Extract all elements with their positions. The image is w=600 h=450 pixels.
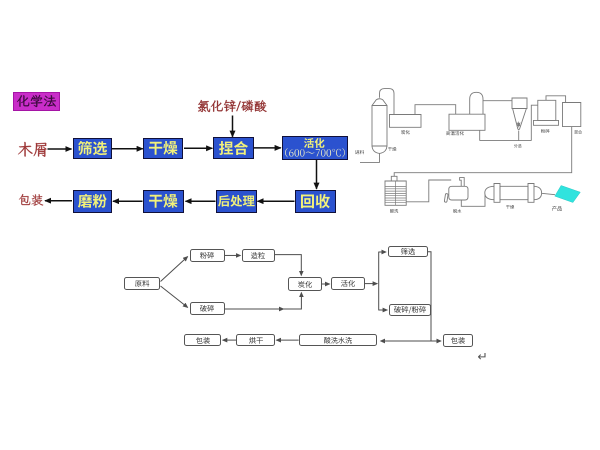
flow-box-acid-water-wash xyxy=(298,334,377,346)
step-box-posttreatment xyxy=(216,189,257,213)
equipment-carbonizer-label-glyph xyxy=(400,130,410,135)
flow-carbonization-label: 炭化 xyxy=(297,280,312,288)
equipment-washer-label-glyph xyxy=(389,209,398,214)
step-drying2-label: 干燥 xyxy=(149,194,178,208)
input-material-label-glyph xyxy=(18,141,47,157)
flow-raw-material-label-glyph xyxy=(134,280,150,287)
input-material-label: 木屑 xyxy=(18,141,47,157)
step-milling-label-glyph xyxy=(78,194,108,208)
flow-acid-water-wash-label-glyph xyxy=(323,336,352,344)
step-kneading-label-glyph xyxy=(218,140,248,155)
equipment-product-label-glyph xyxy=(552,205,563,211)
chemical-flow-arrows xyxy=(44,115,320,205)
flow-drying-label-glyph xyxy=(248,336,263,344)
flow-packing-right-label-glyph xyxy=(451,337,466,344)
equipment-dewaterer-label: 脱水 xyxy=(453,209,462,214)
output-label: 包装 xyxy=(18,194,44,206)
return-mark-glyph xyxy=(478,353,486,360)
flow-packing-right-label: 包装 xyxy=(451,337,466,344)
step-recovery-label: 回收 xyxy=(301,193,330,209)
equipment-activator-label-glyph xyxy=(445,131,464,136)
equipment-washer-label: 酸洗 xyxy=(389,209,398,214)
flow-drying-label: 烘干 xyxy=(248,336,263,344)
return-mark: ↵ xyxy=(478,353,486,360)
flow-box-drying xyxy=(236,334,275,346)
flow-crushing-label-glyph xyxy=(200,305,215,312)
step-recovery-label-glyph xyxy=(301,193,330,209)
step-kneading-label: 捏合 xyxy=(218,140,248,155)
equipment-dryer-column-label: 干燥 xyxy=(387,147,397,152)
step-milling-label: 磨粉 xyxy=(78,194,108,208)
method-badge-label-glyph xyxy=(16,95,57,108)
reagent-label-glyph xyxy=(198,99,268,113)
step-posttreatment-label: 后处理 xyxy=(218,195,255,207)
flow-granulation-label-glyph xyxy=(251,252,266,259)
flow-crush-mill-label-glyph xyxy=(394,305,426,314)
flow-box-packing-left xyxy=(183,334,222,346)
flow-granulation-label: 造粒 xyxy=(251,252,266,259)
equipment-feed-label-glyph xyxy=(355,149,365,155)
equipment-feed-label: 进料 xyxy=(355,149,365,155)
flow-packing-left-label: 包装 xyxy=(195,336,210,344)
equipment-diagram-shapes xyxy=(360,88,582,207)
flow-packing-left-label-glyph xyxy=(195,336,210,344)
flow-activation-label: 活化 xyxy=(340,280,355,287)
equipment-dryer-column-label-glyph xyxy=(387,147,397,152)
flow-grinding-label-glyph xyxy=(200,252,215,259)
equipment-product-label: 产品 xyxy=(552,205,563,211)
activation-temperature-label: （600～700℃） xyxy=(284,147,345,157)
flow-sieving-label-glyph xyxy=(400,248,415,256)
equipment-mixer-label: 混合 xyxy=(574,130,583,135)
method-badge-label: 化学法 xyxy=(16,95,57,108)
equipment-dewaterer-label-glyph xyxy=(453,209,462,214)
flow-sieving-label: 筛选 xyxy=(400,248,415,256)
step-posttreatment-label-glyph xyxy=(218,195,255,207)
equipment-dryer-label-glyph xyxy=(505,204,515,209)
equipment-separator-label: 分选 xyxy=(513,144,522,148)
flow-acid-water-wash-label: 酸洗水洗 xyxy=(323,336,352,344)
step-drying1-label: 干燥 xyxy=(149,141,178,156)
flow-box-activation xyxy=(331,277,365,290)
step-drying2-label-glyph xyxy=(149,194,178,208)
flow-crushing-label: 破碎 xyxy=(200,305,215,312)
equipment-dryer-label: 干燥 xyxy=(505,204,515,209)
activation-temperature-label-glyph xyxy=(284,147,345,157)
flow-crush-mill-label: 破碎/粉碎 xyxy=(394,305,426,314)
equipment-mixer-label-glyph xyxy=(574,130,583,135)
flow-box-packing-right xyxy=(442,334,474,347)
step-activation-label-glyph xyxy=(304,137,325,148)
reagent-label: 氯化锌/磷酸 xyxy=(198,99,268,113)
step-activation-label: 活化 xyxy=(304,137,325,148)
flow-activation-label-glyph xyxy=(340,280,355,287)
equipment-carbonizer-label: 炭化 xyxy=(400,130,410,135)
flow-box-carbonization xyxy=(287,277,322,291)
granular-flow-connectors xyxy=(160,249,442,344)
flow-carbonization-label-glyph xyxy=(297,280,312,288)
equipment-mill-label: 粉碎 xyxy=(540,128,550,133)
equipment-mill-label-glyph xyxy=(540,128,549,133)
step-screening-label-glyph xyxy=(77,141,107,156)
flow-box-crushing xyxy=(189,301,225,315)
flow-box-raw-material xyxy=(123,276,161,291)
step-drying1-label-glyph xyxy=(149,141,178,156)
flow-grinding-label: 粉碎 xyxy=(200,252,215,259)
equipment-separator-label-glyph xyxy=(513,144,522,148)
flow-box-sieving xyxy=(387,246,428,258)
flow-box-grinding xyxy=(189,249,225,262)
output-label-glyph xyxy=(18,194,44,206)
equipment-activator-label: 高温活化 xyxy=(445,131,464,136)
flow-raw-material-label: 原料 xyxy=(134,280,150,287)
flow-box-granulation xyxy=(241,249,275,262)
step-screening-label: 筛选 xyxy=(77,141,107,156)
